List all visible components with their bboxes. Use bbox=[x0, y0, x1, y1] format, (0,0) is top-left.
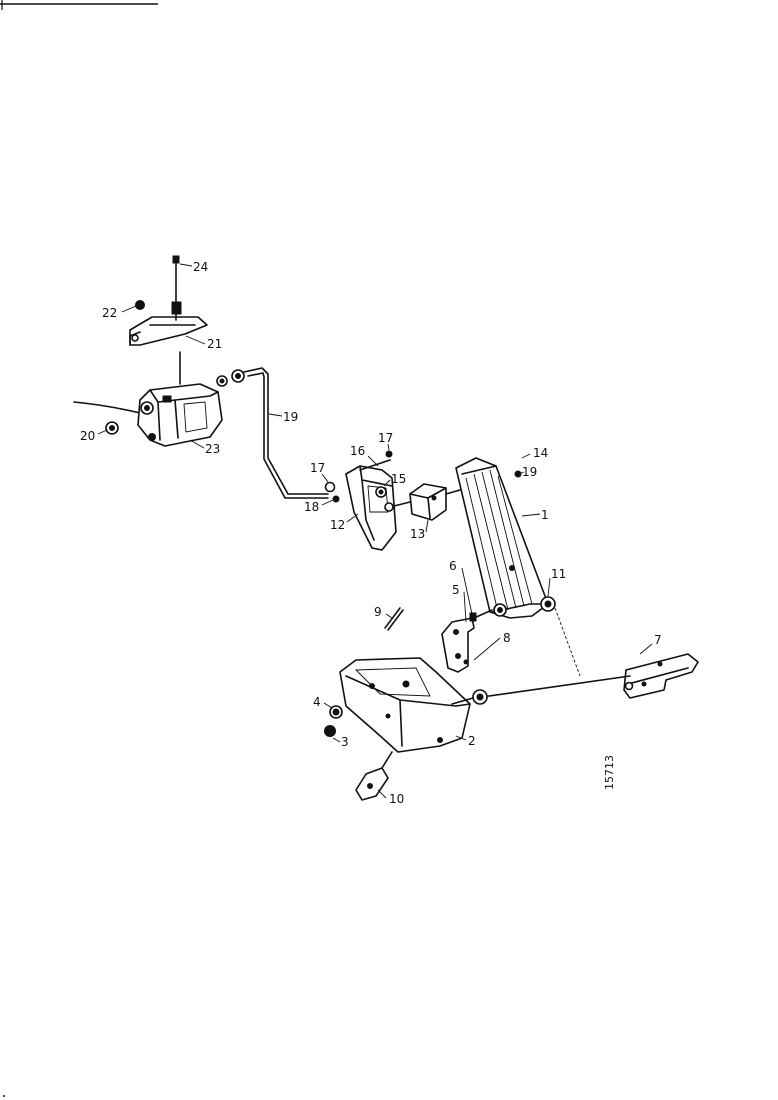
callout-16: 16 bbox=[350, 444, 365, 458]
reference-number: 15713 bbox=[603, 755, 616, 790]
part-17-18-clips bbox=[324, 450, 393, 503]
part-5-hinge-bracket bbox=[441, 617, 475, 673]
part-22-nut bbox=[135, 300, 145, 310]
callout-10: 10 bbox=[389, 792, 404, 806]
callout-19-pedal: 19 bbox=[522, 465, 537, 479]
part-6-screw bbox=[469, 609, 493, 622]
part-15-bolt bbox=[375, 486, 387, 498]
callout-1: 1 bbox=[541, 508, 549, 522]
connecting-wire bbox=[451, 607, 631, 705]
callout-18: 18 bbox=[304, 500, 319, 514]
callout-20: 20 bbox=[80, 429, 95, 443]
callout-9: 9 bbox=[374, 605, 382, 619]
part-11-bush bbox=[493, 596, 556, 617]
part-19-rod bbox=[216, 367, 329, 499]
callout-13: 13 bbox=[410, 527, 425, 541]
part-20-nut bbox=[105, 421, 119, 435]
callout-6: 6 bbox=[449, 559, 457, 573]
part-7-lever-arm bbox=[623, 653, 699, 699]
callout-17-upper: 17 bbox=[378, 431, 393, 445]
callout-21: 21 bbox=[207, 337, 222, 351]
part-21-bracket bbox=[129, 295, 208, 346]
part-3-nut bbox=[324, 725, 336, 737]
callout-3: 3 bbox=[341, 735, 349, 749]
callout-4: 4 bbox=[313, 695, 321, 709]
part-4-washer bbox=[329, 705, 343, 719]
callout-11: 11 bbox=[551, 567, 566, 581]
callout-14: 14 bbox=[533, 446, 548, 460]
callout-5: 5 bbox=[452, 583, 460, 597]
callout-7: 7 bbox=[654, 633, 662, 647]
part-10-lower-lever bbox=[355, 751, 393, 801]
callout-23: 23 bbox=[205, 442, 220, 456]
part-9-pin bbox=[384, 607, 404, 631]
part-1-pedal-pad bbox=[455, 457, 549, 619]
part-24-screw bbox=[172, 255, 180, 297]
part-13-pivot-block bbox=[384, 483, 461, 521]
callout-22: 22 bbox=[102, 306, 117, 320]
callout-8: 8 bbox=[503, 631, 511, 645]
callout-12: 12 bbox=[330, 518, 345, 532]
callout-19: 19 bbox=[283, 410, 298, 424]
corner-dot bbox=[3, 1095, 5, 1097]
part-2-pedal-base bbox=[339, 657, 471, 753]
callout-2: 2 bbox=[468, 734, 476, 748]
part-23-throttle-housing bbox=[73, 351, 223, 447]
callout-15: 15 bbox=[391, 472, 406, 486]
callout-17-left: 17 bbox=[310, 461, 325, 475]
callouts: 24 22 21 19 20 23 16 17 17 15 18 12 bbox=[80, 260, 662, 806]
callout-24: 24 bbox=[193, 260, 208, 274]
